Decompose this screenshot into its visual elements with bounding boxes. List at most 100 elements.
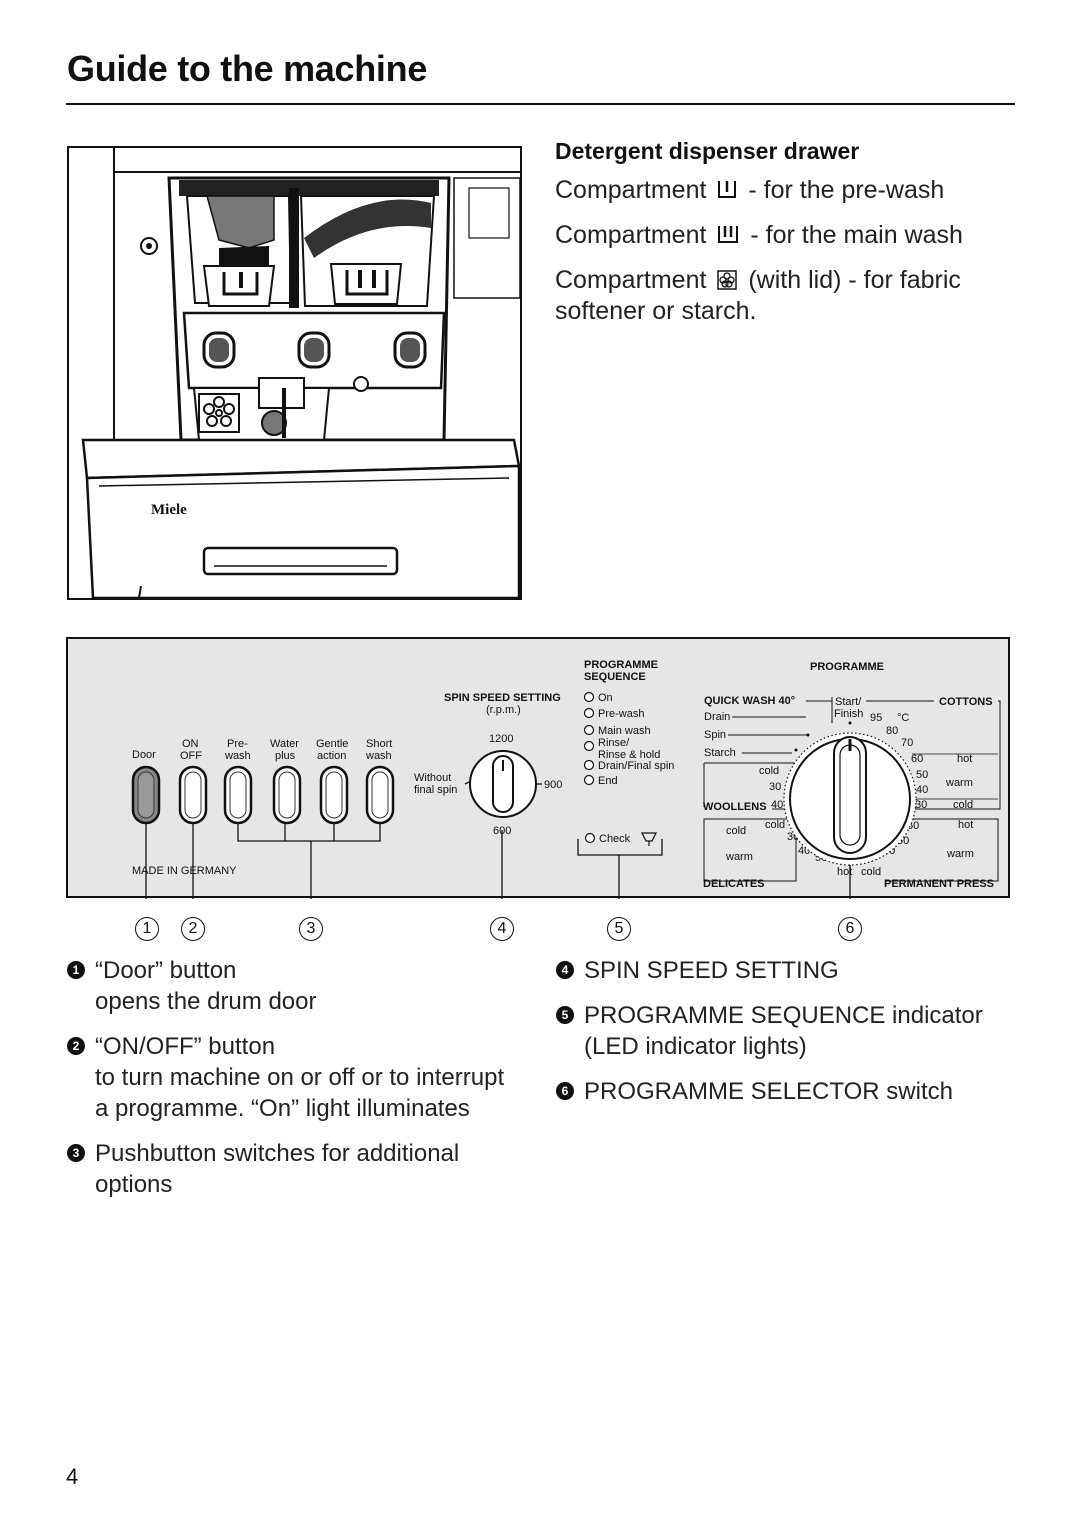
spin-without-2: final spin xyxy=(414,784,457,796)
legend-item-selector: 6 PROGRAMME SELECTOR switch xyxy=(556,1076,1016,1107)
softener-line: Compartment (with lid) - for fabric soft… xyxy=(555,265,1015,327)
legend-num-5: 5 xyxy=(556,1006,574,1024)
waterplus-label-2: plus xyxy=(275,750,296,762)
temp-80: 80 xyxy=(886,725,898,737)
seq-prewash: Pre-wash xyxy=(598,708,644,720)
seq-drain: Drain/Final spin xyxy=(598,760,674,772)
legend-num-3: 3 xyxy=(67,1144,85,1162)
legend-text-1: “Door” button xyxy=(95,957,237,984)
legend-item-sequence: 5 PROGRAMME SEQUENCE indicator (LED indi… xyxy=(556,1000,1016,1062)
word-cold: cold xyxy=(953,799,973,811)
del-warm: warm xyxy=(725,851,753,863)
door-label: Door xyxy=(132,749,156,761)
softener-flower-icon xyxy=(203,396,235,427)
legend-num-2: 2 xyxy=(67,1037,85,1055)
softener-before: Compartment xyxy=(555,266,707,294)
legend-text-4: SPIN SPEED SETTING xyxy=(584,957,839,984)
perm-warm: warm xyxy=(946,848,974,860)
spin-1200: 1200 xyxy=(489,733,513,745)
made-in-label: MADE IN GERMANY xyxy=(132,865,237,877)
legend-item-pushbuttons: 3 Pushbutton switches for additional opt… xyxy=(67,1138,507,1200)
prewash-after: - for the pre-wash xyxy=(748,176,945,204)
legend-text-2: “ON/OFF” button xyxy=(95,1033,276,1060)
perm-hot: hot xyxy=(958,819,973,831)
drawer-drawing: Miele xyxy=(81,148,520,598)
prewash-button[interactable] xyxy=(223,765,253,825)
start-label: Start/ xyxy=(835,696,862,708)
delicates-label: DELICATES xyxy=(703,878,765,890)
gentle-label-1: Gentle xyxy=(316,738,348,750)
legend-item-door: 1 “Door” button opens the drum door xyxy=(67,955,507,1017)
drain-label: Drain xyxy=(704,711,730,723)
callout-4: 4 xyxy=(490,917,514,941)
spin-unit: (r.p.m.) xyxy=(486,704,521,716)
woollens-label: WOOLLENS xyxy=(703,801,767,813)
gentle-action-button[interactable] xyxy=(319,765,349,825)
seq-on: On xyxy=(598,692,613,704)
del-cold-1: cold xyxy=(726,825,746,837)
permanent-label: PERMANENT PRESS xyxy=(884,878,994,890)
spin-900: 900 xyxy=(544,779,562,791)
gentle-label-2: action xyxy=(317,750,346,762)
spin-speed-knob[interactable] xyxy=(469,750,537,818)
prewash-before: Compartment xyxy=(555,176,707,204)
prewash-label-1: Pre- xyxy=(227,738,248,750)
title-rule xyxy=(66,103,1015,105)
legend-sub-1: opens the drum door xyxy=(95,988,317,1015)
detergent-heading: Detergent dispenser drawer xyxy=(555,138,860,164)
unit-c: °C xyxy=(897,712,909,724)
legend-item-spin: 4 SPIN SPEED SETTING xyxy=(556,955,1016,986)
shortwash-label-2: wash xyxy=(365,750,392,762)
temp-60: 60 xyxy=(911,753,923,765)
prewash-compartment-icon xyxy=(718,181,737,198)
mainwash-compartment-icon xyxy=(718,226,739,243)
detergent-description: Detergent dispenser drawer Compartment -… xyxy=(555,138,1015,341)
off-label: OFF xyxy=(180,750,202,762)
programme-selector-knob[interactable] xyxy=(783,732,917,866)
softener-after: (with lid) - for fabric softener or star… xyxy=(555,266,961,325)
legend-num-4: 4 xyxy=(556,961,574,979)
mainwash-line: Compartment - for the main wash xyxy=(555,220,1015,251)
word-warm: warm xyxy=(945,777,973,789)
brand-logo: Miele xyxy=(151,502,187,518)
detergent-drawer-illustration: Miele xyxy=(67,146,522,600)
del-hot: hot xyxy=(837,866,852,878)
sequence-led-list: On Pre-wash Main wash Rinse/ Rinse & hol… xyxy=(583,691,674,787)
callout-2: 2 xyxy=(181,917,205,941)
legend-num-1: 1 xyxy=(67,961,85,979)
on-off-button[interactable] xyxy=(178,765,208,825)
waterplus-label-1: Water xyxy=(270,738,299,750)
spin-prog-label: Spin xyxy=(704,729,726,741)
wool-cold: cold xyxy=(759,765,779,777)
legend-text-6: PROGRAMME SELECTOR switch xyxy=(584,1078,953,1105)
legend-right: 4 SPIN SPEED SETTING 5 PROGRAMME SEQUENC… xyxy=(556,955,1016,1121)
water-plus-button[interactable] xyxy=(272,765,302,825)
prewash-line: Compartment - for the pre-wash xyxy=(555,175,1015,206)
seq-rinsehold: Rinse & hold xyxy=(598,749,660,761)
short-wash-button[interactable] xyxy=(365,765,395,825)
spin-without-1: Without xyxy=(414,772,451,784)
temp-40: 40 xyxy=(916,784,928,796)
legend-sub-2: to turn machine on or off or to interrup… xyxy=(95,1064,505,1122)
callout-6: 6 xyxy=(838,917,862,941)
del-cold-2: cold xyxy=(765,819,785,831)
sequence-title-1: PROGRAMME xyxy=(584,659,658,671)
page-number: 4 xyxy=(66,1464,79,1489)
legend-num-6: 6 xyxy=(556,1082,574,1100)
mainwash-before: Compartment xyxy=(555,221,707,249)
wool-40: 40 xyxy=(771,799,783,811)
finish-label: Finish xyxy=(834,708,863,720)
page-title: Guide to the machine xyxy=(67,48,428,89)
perm-cold: cold xyxy=(861,866,881,878)
door-button[interactable] xyxy=(131,765,161,825)
legend-text-3: Pushbutton switches for additional optio… xyxy=(95,1140,460,1198)
legend-left: 1 “Door” button opens the drum door 2 “O… xyxy=(67,955,507,1214)
control-panel-drawing: Door ON OFF Pre- wash Water plus Gentle … xyxy=(66,637,1010,899)
callout-number-row: 1 2 3 4 5 6 xyxy=(0,905,1080,951)
temp-30: 30 xyxy=(915,799,927,811)
check-label: Check xyxy=(599,833,631,845)
prewash-label-2: wash xyxy=(224,750,251,762)
legend-item-onoff: 2 “ON/OFF” button to turn machine on or … xyxy=(67,1031,507,1124)
mainwash-after: - for the main wash xyxy=(750,221,963,249)
callout-1: 1 xyxy=(135,917,159,941)
